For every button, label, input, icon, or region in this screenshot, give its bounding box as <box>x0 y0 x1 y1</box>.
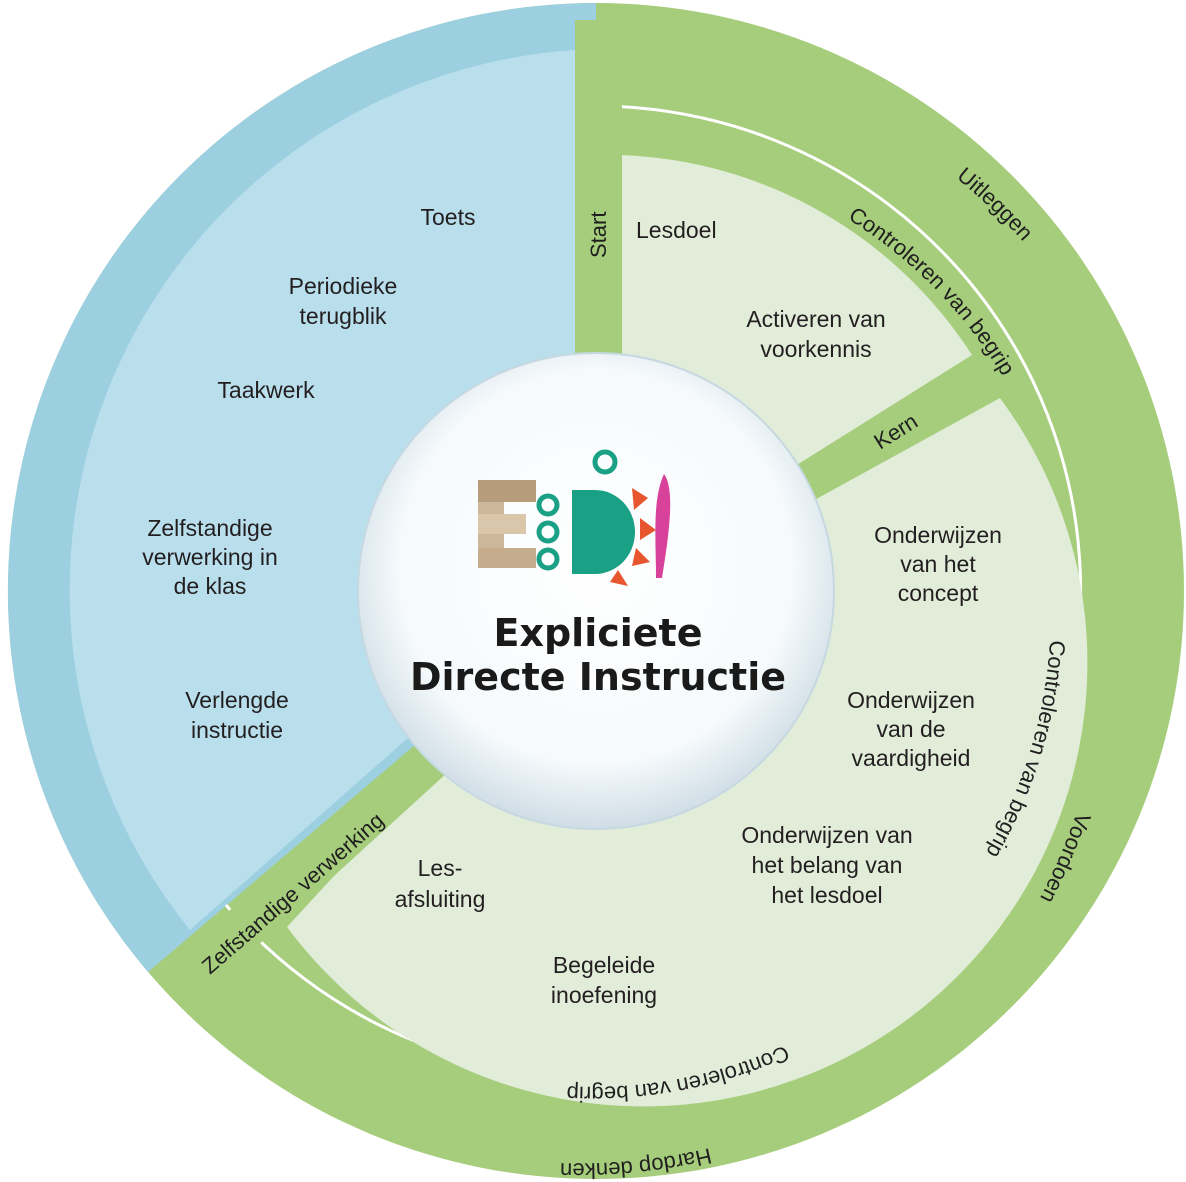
taakwerk-label: Taakwerk <box>217 377 315 403</box>
zelfstandig-line2: verwerking in <box>142 544 278 570</box>
verlengde-line2: instructie <box>191 717 283 743</box>
title-line2: Directe Instructie <box>410 655 786 699</box>
activeren-line1: Activeren van <box>746 306 885 332</box>
lesdoel-label: Lesdoel <box>636 217 717 243</box>
inoefening-line2: inoefening <box>551 982 657 1008</box>
vaardigheid-line3: vaardigheid <box>852 745 971 771</box>
verlengde-line1: Verlengde <box>185 687 289 713</box>
zelfstandig-line1: Zelfstandige <box>147 515 272 541</box>
blue-inner-section <box>69 50 575 930</box>
belang-line1: Onderwijzen van <box>741 822 912 848</box>
concept-line2: van het <box>900 551 976 577</box>
activeren-line2: voorkennis <box>760 336 871 362</box>
terugblik-line1: Periodieke <box>289 273 398 299</box>
edi-logo <box>478 449 671 586</box>
belang-line3: het lesdoel <box>771 882 882 908</box>
afsluiting-line1: Les- <box>418 855 463 881</box>
inoefening-line1: Begeleide <box>553 952 655 978</box>
belang-line2: het belang van <box>752 852 903 878</box>
concept-line1: Onderwijzen <box>874 522 1002 548</box>
center-circle <box>357 352 835 830</box>
vaardigheid-line2: van de <box>876 716 945 742</box>
afsluiting-line2: afsluiting <box>395 886 486 912</box>
vaardigheid-line1: Onderwijzen <box>847 687 975 713</box>
start-label: Start <box>586 212 611 258</box>
zelfstandig-line3: de klas <box>174 573 247 599</box>
concept-line3: concept <box>898 580 979 606</box>
toets-label: Toets <box>421 204 476 230</box>
title-line1: Expliciete <box>494 611 703 655</box>
terugblik-line2: terugblik <box>300 303 387 329</box>
